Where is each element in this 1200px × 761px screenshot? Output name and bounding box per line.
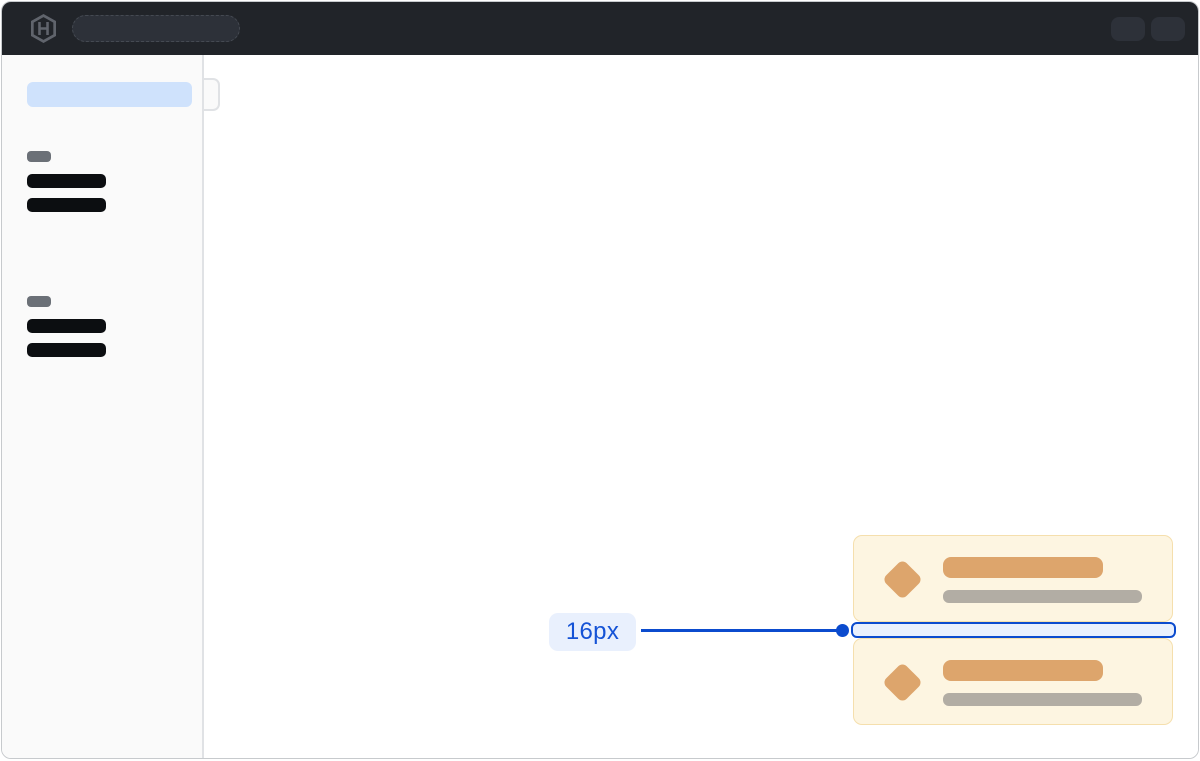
navbar-search-skeleton[interactable] <box>72 15 240 42</box>
sidebar-section-label-skeleton-1 <box>27 151 51 162</box>
sidebar-item-skeleton-4[interactable] <box>27 343 106 357</box>
spacing-measure-box <box>851 622 1176 638</box>
sidebar-item-skeleton-1[interactable] <box>27 174 106 188</box>
main-content: 16px <box>204 55 1198 758</box>
card-subtitle-skeleton <box>943 693 1142 706</box>
navbar-action-skeleton-2[interactable] <box>1151 16 1185 41</box>
sidebar-section-label-skeleton-2 <box>27 296 51 307</box>
navbar-action-skeleton-1[interactable] <box>1111 16 1145 41</box>
diamond-icon <box>881 661 924 704</box>
card-skeleton-1[interactable] <box>853 535 1173 622</box>
sidebar-item-skeleton-2[interactable] <box>27 198 106 212</box>
card-title-skeleton <box>943 557 1103 578</box>
hashicorp-logo-icon <box>31 14 56 43</box>
sidebar <box>2 55 204 758</box>
card-subtitle-skeleton <box>943 590 1142 603</box>
card-skeleton-2[interactable] <box>853 638 1173 725</box>
spacing-measure-dot <box>836 624 849 637</box>
spacing-measure-label: 16px <box>549 613 636 651</box>
sidebar-active-item-skeleton[interactable] <box>27 82 192 107</box>
card-title-skeleton <box>943 660 1103 681</box>
sidebar-collapse-tab[interactable] <box>204 78 220 111</box>
top-navbar <box>2 2 1198 55</box>
diamond-icon <box>881 558 924 601</box>
spacing-measure-line <box>641 629 843 632</box>
sidebar-item-skeleton-3[interactable] <box>27 319 106 333</box>
app-body: 16px <box>2 55 1198 758</box>
